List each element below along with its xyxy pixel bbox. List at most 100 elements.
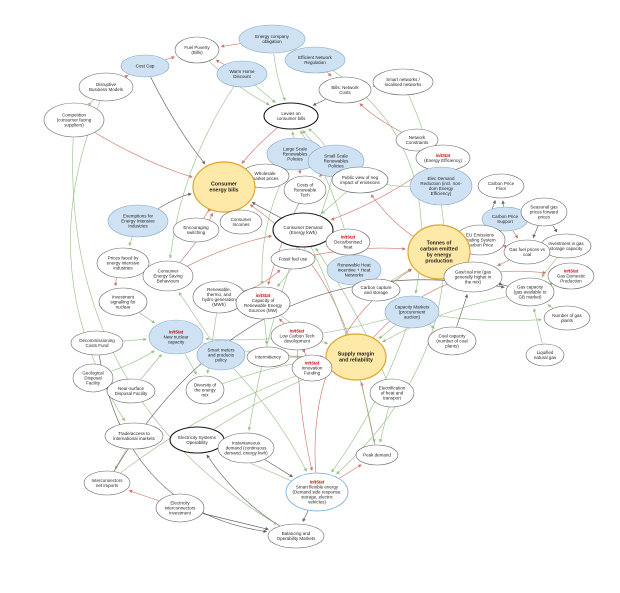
node-ellipse[interactable] — [235, 286, 291, 320]
node-ellipse[interactable] — [520, 197, 568, 227]
node-ellipse[interactable] — [142, 260, 194, 292]
node-ellipse[interactable] — [355, 444, 399, 466]
node-ellipse[interactable] — [217, 432, 275, 464]
node-ellipse[interactable] — [318, 76, 372, 104]
node-ellipse[interactable] — [104, 422, 164, 450]
node-ellipse[interactable] — [272, 212, 334, 248]
node-ellipse[interactable] — [283, 175, 327, 205]
node-ellipse[interactable] — [477, 173, 525, 199]
node-ellipse[interactable] — [196, 339, 246, 371]
node-ellipse[interactable] — [427, 326, 477, 356]
node-ellipse[interactable] — [503, 239, 551, 265]
node-ellipse[interactable] — [172, 217, 220, 243]
node-ellipse[interactable] — [96, 247, 150, 279]
node-ellipse[interactable] — [169, 426, 225, 454]
node-ellipse[interactable] — [325, 333, 387, 381]
node-ellipse[interactable] — [395, 128, 439, 152]
node-ellipse[interactable] — [216, 60, 268, 88]
node-ellipse[interactable] — [270, 321, 324, 351]
node-ellipse[interactable] — [155, 493, 205, 523]
node-intermittency[interactable]: Intermittency — [246, 346, 290, 368]
node-ellipse[interactable] — [369, 378, 415, 408]
node-ellipse[interactable] — [70, 330, 124, 356]
node-ellipse[interactable] — [120, 54, 170, 78]
node-ellipse[interactable] — [270, 248, 316, 270]
node-ellipse[interactable] — [267, 523, 325, 549]
node-ellipse[interactable] — [72, 363, 114, 393]
node-ellipse[interactable] — [185, 375, 225, 405]
node-ellipse[interactable] — [83, 470, 131, 496]
node-ellipse[interactable] — [78, 72, 134, 102]
node-peak-demand[interactable]: Peak demand — [355, 444, 399, 466]
node-ellipse[interactable] — [107, 204, 169, 238]
node-ellipse[interactable] — [148, 319, 204, 355]
node-ellipse[interactable] — [284, 46, 346, 74]
node-ellipse[interactable] — [384, 295, 440, 329]
node-ellipse[interactable] — [219, 209, 263, 235]
node-ellipse[interactable] — [238, 24, 306, 54]
node-ellipse[interactable] — [547, 262, 595, 290]
node-ellipse[interactable] — [291, 354, 333, 382]
node-ellipse[interactable] — [246, 346, 290, 368]
node-fossil-fuel-use[interactable]: Fossil fuel use — [270, 248, 316, 270]
node-ellipse[interactable] — [192, 161, 256, 213]
node-ellipse[interactable] — [285, 472, 349, 512]
node-ellipse[interactable] — [174, 36, 220, 64]
node-ellipse[interactable] — [409, 166, 473, 206]
node-ellipse[interactable] — [372, 68, 434, 96]
node-ellipse[interactable] — [543, 305, 591, 331]
node-ellipse[interactable] — [525, 343, 565, 367]
node-ellipse[interactable] — [505, 277, 555, 307]
node-ellipse[interactable] — [326, 254, 382, 286]
node-ellipse[interactable] — [43, 102, 105, 138]
node-ellipse[interactable] — [331, 166, 389, 194]
node-ellipse[interactable] — [443, 261, 503, 293]
node-ellipse[interactable] — [325, 228, 371, 256]
